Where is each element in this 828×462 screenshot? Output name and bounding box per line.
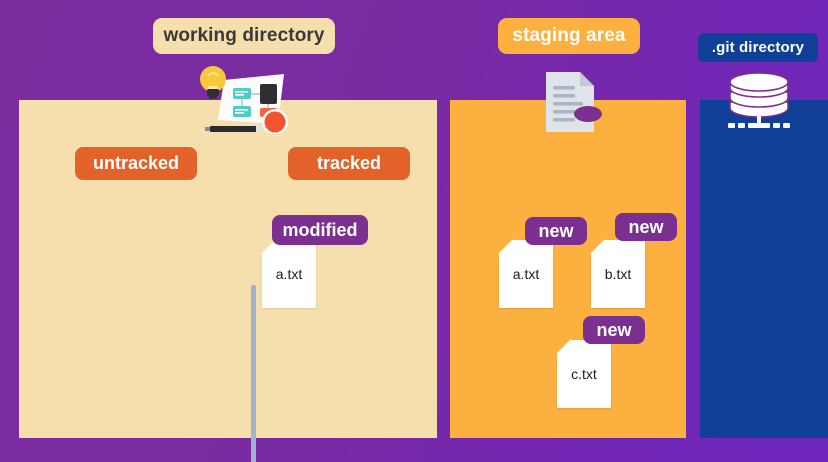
git-directory-title: .git directory	[698, 33, 818, 62]
file-name: a.txt	[512, 266, 540, 282]
file-card: b.txt	[590, 239, 645, 308]
file-state-tag-new: new	[615, 213, 677, 241]
file-state-tag-new: new	[583, 316, 645, 344]
file-state-tag-new: new	[525, 217, 587, 245]
file-name: a.txt	[275, 266, 303, 282]
file-state-tag-modified: modified	[272, 215, 368, 245]
document-stamp-icon	[546, 72, 602, 132]
file-card: c.txt	[556, 339, 611, 408]
tracked-untracked-divider	[251, 285, 256, 462]
file-name: c.txt	[571, 366, 597, 382]
database-stack-icon	[728, 72, 790, 128]
git-directory-panel	[700, 100, 828, 438]
file-name: b.txt	[604, 266, 632, 282]
planning-board-icon	[200, 66, 288, 134]
file-card: a.txt	[498, 239, 553, 308]
tracked-section-badge: tracked	[288, 147, 410, 180]
untracked-section-badge: untracked	[75, 147, 197, 180]
working-directory-title: working directory	[153, 18, 335, 54]
staging-area-title: staging area	[498, 18, 640, 54]
file-card: a.txt	[261, 239, 316, 308]
